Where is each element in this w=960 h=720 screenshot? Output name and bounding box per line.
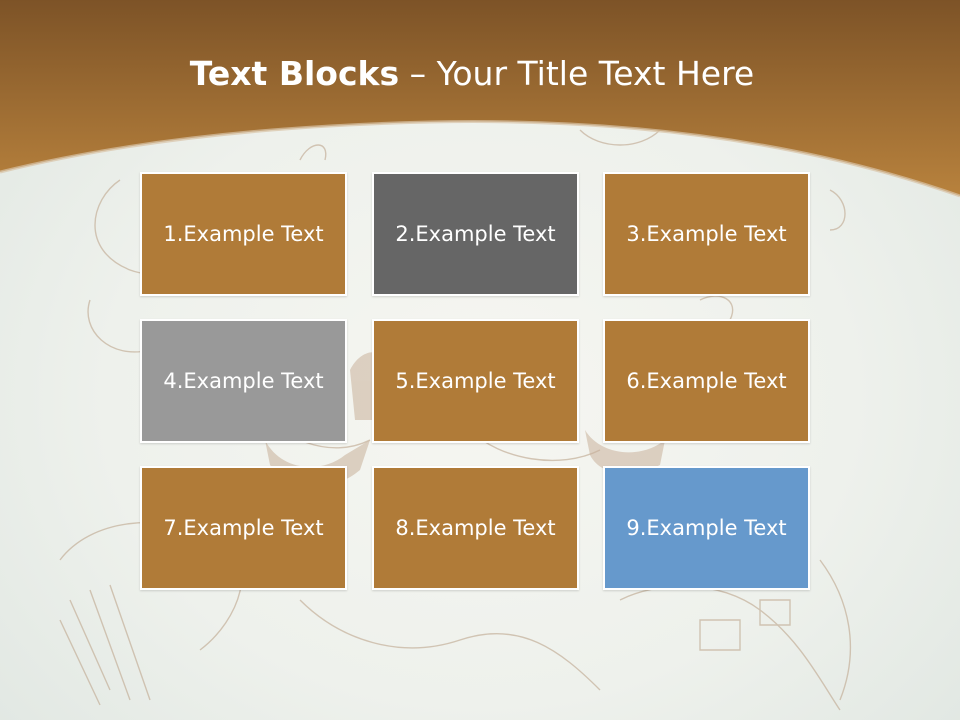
text-block-4[interactable]: 4.Example Text bbox=[140, 319, 347, 443]
slide-title: Text Blocks – Your Title Text Here bbox=[0, 52, 944, 96]
text-block-1[interactable]: 1.Example Text bbox=[140, 172, 347, 296]
header-band bbox=[0, 0, 960, 198]
text-block-5[interactable]: 5.Example Text bbox=[372, 319, 579, 443]
text-block-9[interactable]: 9.Example Text bbox=[603, 466, 810, 590]
text-block-8[interactable]: 8.Example Text bbox=[372, 466, 579, 590]
text-block-2[interactable]: 2.Example Text bbox=[372, 172, 579, 296]
text-block-3[interactable]: 3.Example Text bbox=[603, 172, 810, 296]
text-block-6[interactable]: 6.Example Text bbox=[603, 319, 810, 443]
title-bold-text: Text Blocks bbox=[189, 54, 400, 93]
text-block-7[interactable]: 7.Example Text bbox=[140, 466, 347, 590]
title-rest-text: – Your Title Text Here bbox=[399, 54, 755, 93]
